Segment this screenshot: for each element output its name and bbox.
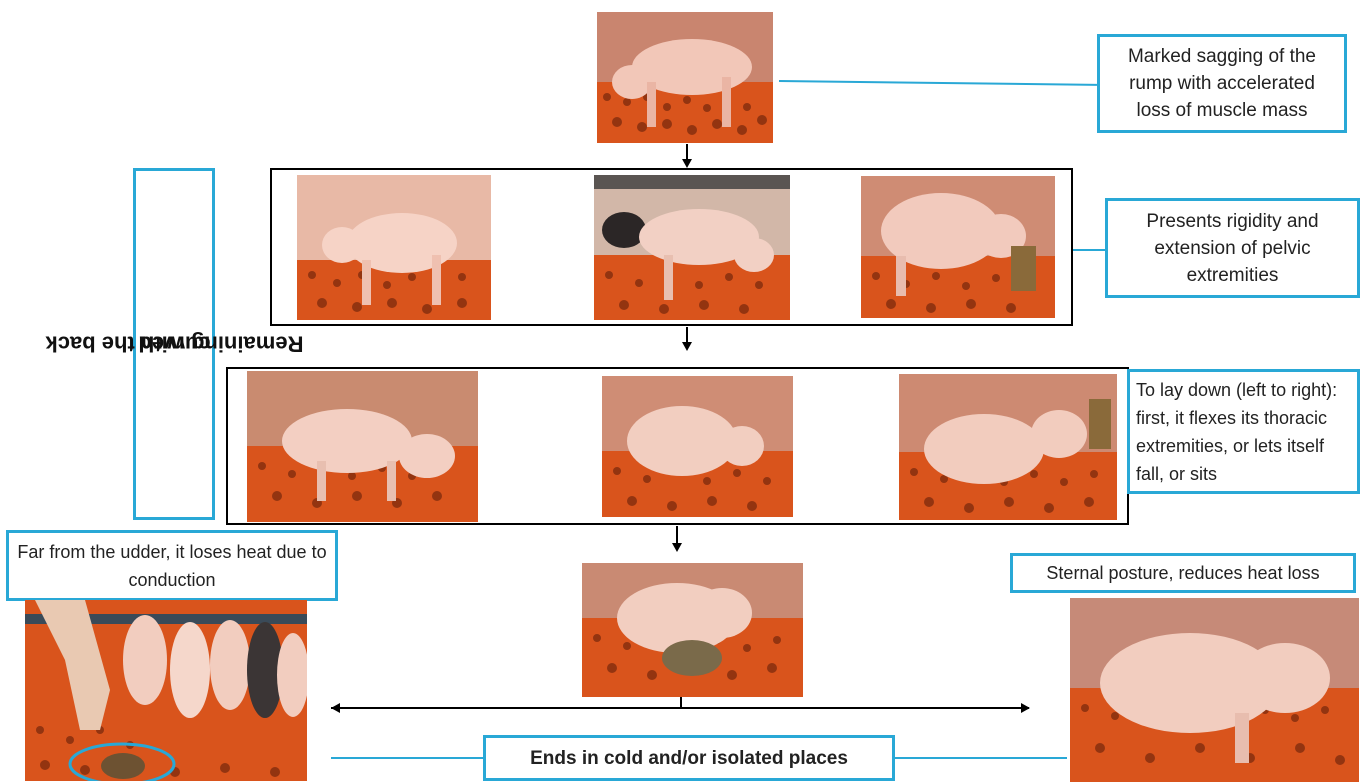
- connector-rigidity: [1073, 249, 1105, 251]
- label-far-udder: Far from the udder, it loses heat due to…: [6, 530, 338, 601]
- photo-far-udder: [25, 600, 307, 781]
- label-rigidity: Presents rigidity and extension of pelvi…: [1105, 198, 1360, 298]
- arrow-1-head: [682, 159, 692, 168]
- connector-ends-left: [331, 757, 483, 759]
- photo-center-bottom: [582, 563, 803, 697]
- photo-rigidity-1: [297, 175, 491, 320]
- arrow-2-head: [682, 342, 692, 351]
- photo-laydown-2: [602, 376, 793, 517]
- horizontal-arrow-right-head: [1021, 703, 1030, 713]
- arrow-3-line: [676, 526, 678, 544]
- arrow-2-line: [686, 327, 688, 343]
- label-sternal: Sternal posture, reduces heat loss: [1010, 553, 1356, 593]
- label-back-curved-line2: curved: [138, 331, 210, 358]
- arrow-1-line: [686, 144, 688, 160]
- connector-ends-right: [895, 757, 1067, 759]
- photo-sagging-rump: [597, 12, 773, 143]
- photo-laydown-1: [247, 371, 478, 522]
- label-rump: Marked sagging of the rump with accelera…: [1097, 34, 1347, 133]
- arrow-3-head: [672, 543, 682, 552]
- horizontal-arrow-left-head: [331, 703, 340, 713]
- center-stem: [680, 697, 682, 708]
- label-ends: Ends in cold and/or isolated places: [483, 735, 895, 781]
- label-lay-down: To lay down (left to right): first, it f…: [1127, 369, 1360, 494]
- connector-rump: [779, 80, 1097, 86]
- photo-rigidity-2: [594, 175, 790, 320]
- label-rigidity-text: Presents rigidity and extension of pelvi…: [1118, 208, 1347, 289]
- label-lay-down-text: To lay down (left to right): first, it f…: [1136, 376, 1351, 488]
- photo-rigidity-3: [861, 176, 1055, 318]
- label-ends-text: Ends in cold and/or isolated places: [530, 745, 848, 772]
- label-sternal-text: Sternal posture, reduces heat loss: [1046, 560, 1319, 587]
- photo-laydown-3: [899, 374, 1117, 520]
- label-far-udder-text: Far from the udder, it loses heat due to…: [17, 538, 327, 594]
- photo-sternal: [1070, 598, 1359, 782]
- label-rump-text: Marked sagging of the rump with accelera…: [1110, 43, 1334, 124]
